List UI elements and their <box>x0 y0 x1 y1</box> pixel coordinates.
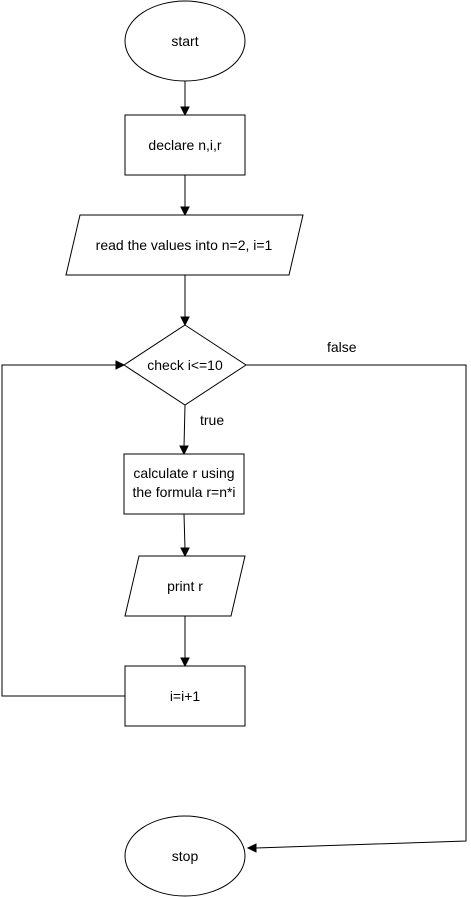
print-label: print r <box>167 578 203 594</box>
arrowhead-check <box>180 316 190 327</box>
edge-calculate-to-print <box>183 513 186 550</box>
increment-label: i=i+1 <box>170 688 201 704</box>
stop-label: stop <box>172 848 199 864</box>
read-input <box>65 214 304 276</box>
print-output <box>124 555 246 617</box>
increment-process <box>124 665 246 727</box>
calculate-label-line1: calculate r using <box>133 465 234 481</box>
arrowhead-loop <box>115 360 126 370</box>
edge-true-to-calculate <box>183 404 186 448</box>
declare-process <box>124 114 246 176</box>
calculate-label-line2: the formula r=n*i <box>132 484 235 500</box>
true-label: true <box>200 412 224 428</box>
stop-terminal <box>124 815 246 897</box>
arrowhead-calculate <box>179 445 189 456</box>
arrowhead-declare <box>180 106 190 117</box>
arrowhead-increment <box>180 657 190 668</box>
arrowhead-stop <box>246 843 257 853</box>
calculate-process <box>123 453 245 515</box>
check-label: check i<=10 <box>147 357 223 373</box>
read-label: read the values into n=2, i=1 <box>96 237 273 253</box>
edge-loop-back <box>1 364 125 697</box>
arrowhead-print <box>180 547 190 558</box>
false-label: false <box>327 339 357 355</box>
start-label: start <box>171 33 198 49</box>
declare-label: declare n,i,r <box>148 137 221 153</box>
edge-false-to-stop <box>246 364 467 849</box>
arrowhead-read <box>180 206 190 217</box>
